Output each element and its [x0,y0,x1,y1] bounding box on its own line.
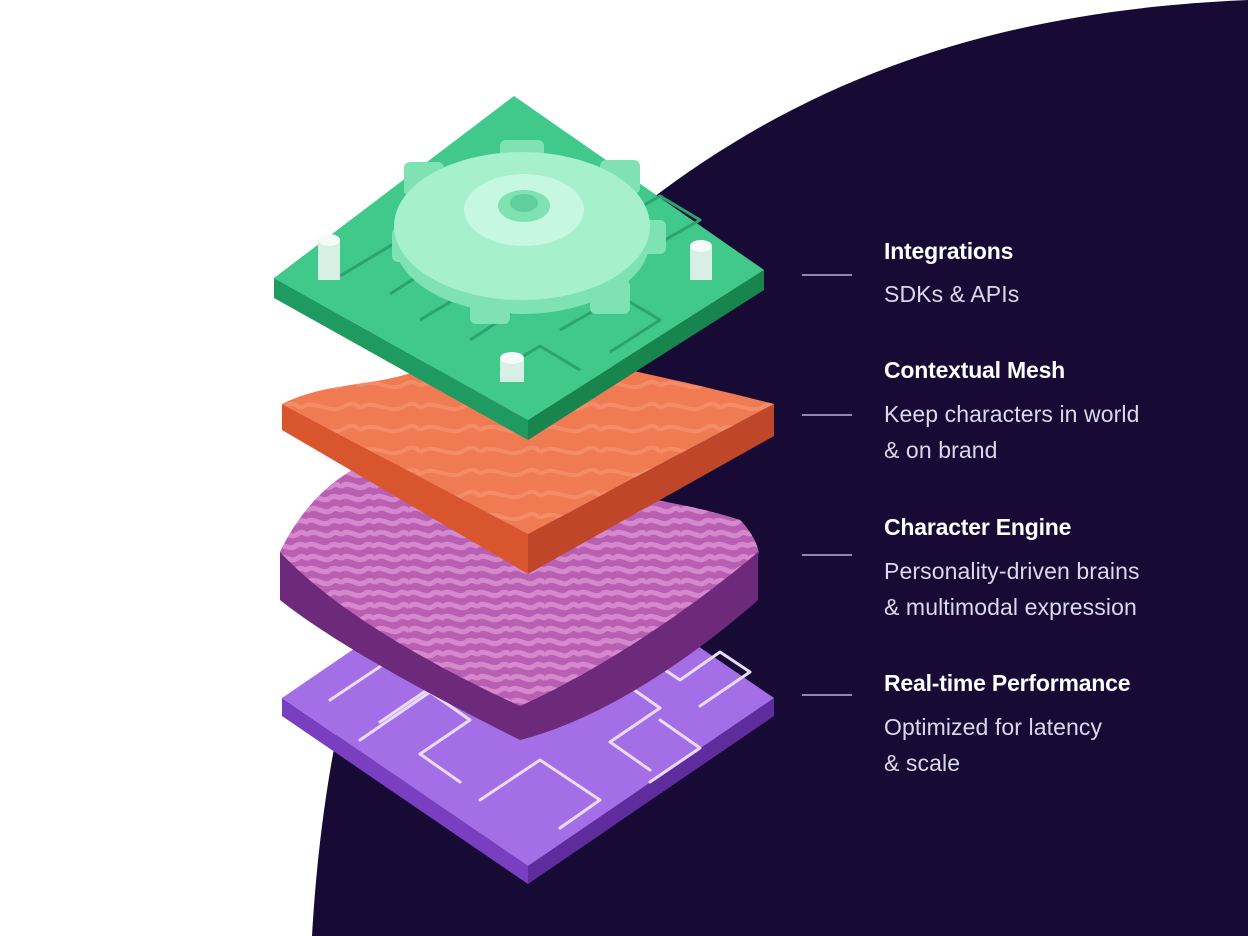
layer-title: Contextual Mesh [884,357,1066,383]
connector-line [802,414,852,416]
connector-line [802,554,852,556]
pin-icon [318,234,712,382]
gear-icon [392,140,666,324]
layer-description: Keep characters in world & on brand [884,401,1140,463]
layer-title: Character Engine [884,514,1072,540]
layer-description: SDKs & APIs [884,281,1020,307]
connector-line [802,694,852,696]
layer-description: Personality-driven brains & multimodal e… [884,558,1140,620]
layer-title: Real-time Performance [884,670,1131,696]
character-engine-layer [280,456,759,740]
connector-line [802,274,852,276]
layer-title: Integrations [884,238,1014,264]
layer-description: Optimized for latency & scale [884,714,1103,776]
integrations-layer [274,96,764,440]
